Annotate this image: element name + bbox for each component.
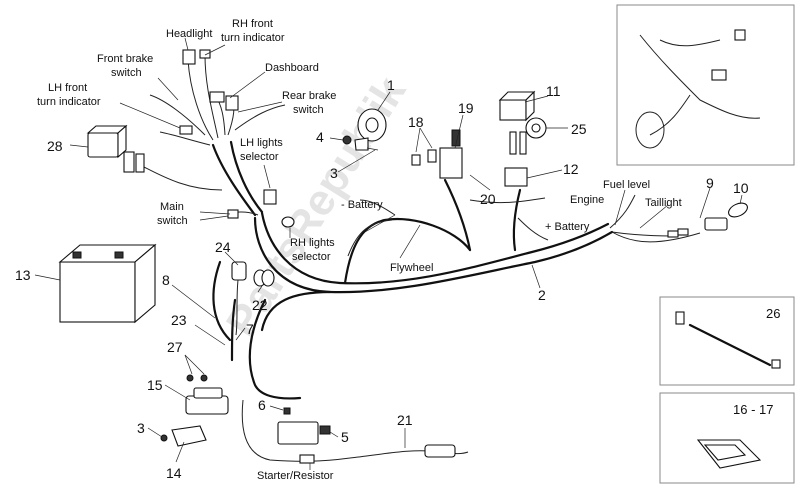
callout-2: 2 <box>538 287 546 303</box>
label-front-brake-1: Front brake <box>97 53 153 65</box>
label-rear-brake-1: Rear brake <box>282 90 336 102</box>
part-25-gear-icon <box>525 117 547 139</box>
part-5-regulator <box>277 421 331 445</box>
callout-16-17: 16 - 17 <box>733 402 773 417</box>
part-3-screw-b <box>160 434 168 442</box>
label-rh-lights-2: selector <box>292 251 331 263</box>
label-lh-lights-2: selector <box>240 151 279 163</box>
part-22-cap <box>253 269 275 287</box>
callout-3a: 3 <box>330 165 338 181</box>
part-6-screw <box>283 407 291 415</box>
lh-lights-connector <box>263 189 277 205</box>
label-rh-front-1: RH front <box>232 18 273 30</box>
callout-5: 5 <box>341 429 349 445</box>
headlight-connector <box>182 49 196 65</box>
part-18-fuse-a <box>411 154 421 166</box>
part-19-fuse-holder <box>439 129 463 179</box>
callout-9: 9 <box>706 175 714 191</box>
rh-lights-connector <box>281 216 295 228</box>
dashboard-connector <box>209 91 225 103</box>
callout-24: 24 <box>215 239 231 255</box>
callout-23: 23 <box>171 312 187 328</box>
part-23-wire <box>230 298 237 362</box>
part-8-wire <box>212 260 232 342</box>
part-28-relay <box>86 124 145 173</box>
callout-22: 22 <box>252 297 268 313</box>
main-harness <box>139 54 701 462</box>
part-4-nut <box>342 135 352 145</box>
lh-turn-connector <box>179 125 193 135</box>
callout-11: 11 <box>546 83 561 99</box>
label-front-brake-2: switch <box>111 67 142 79</box>
inset-26 <box>659 296 795 386</box>
part-13-battery <box>58 243 157 324</box>
callout-6: 6 <box>258 397 266 413</box>
part-3-screw <box>366 147 379 151</box>
callout-12: 12 <box>563 161 579 177</box>
callout-3b: 3 <box>137 420 145 436</box>
label-engine: Engine <box>570 194 604 206</box>
label-lh-front-1: LH front <box>48 82 87 94</box>
callout-19: 19 <box>458 100 474 116</box>
label-minus-battery: - Battery <box>341 199 383 211</box>
part-1-horn <box>354 108 387 151</box>
callout-28: 28 <box>47 138 63 154</box>
label-rear-brake-2: switch <box>293 104 324 116</box>
fuel-level-connector <box>667 230 679 238</box>
label-main-switch-1: Main <box>160 201 184 213</box>
callout-20: 20 <box>480 191 496 207</box>
callout-8: 8 <box>162 272 170 288</box>
part-18-fuse-b <box>427 149 437 163</box>
label-rh-front-2: turn indicator <box>221 32 285 44</box>
starter-connector <box>299 454 315 464</box>
part-15-cdi <box>185 387 229 415</box>
part-14-bracket <box>171 425 207 447</box>
inset-overview <box>616 4 795 166</box>
label-lh-lights-1: LH lights <box>240 137 283 149</box>
callout-10: 10 <box>733 180 749 196</box>
label-taillight: Taillight <box>645 197 682 209</box>
rh-turn-connector <box>199 49 211 59</box>
callout-13: 13 <box>15 267 31 283</box>
label-lh-front-2: turn indicator <box>37 96 101 108</box>
callout-18: 18 <box>408 114 424 130</box>
part-27-bolt-b <box>200 374 208 382</box>
part-27-bolt-a <box>186 374 194 382</box>
callout-15: 15 <box>147 377 163 393</box>
dashboard-connector-2 <box>225 95 239 111</box>
label-starter-resistor: Starter/Resistor <box>257 470 334 482</box>
callout-26: 26 <box>766 306 780 321</box>
callout-1: 1 <box>387 77 395 93</box>
leader-lines <box>34 37 743 470</box>
inset-16-17 <box>659 392 795 484</box>
part-11-relay <box>498 90 536 122</box>
part-12-connectors <box>504 131 528 187</box>
callout-14: 14 <box>166 465 182 481</box>
label-headlight: Headlight <box>166 28 212 40</box>
label-plus-battery: + Battery <box>545 221 590 233</box>
label-flywheel: Flywheel <box>390 262 433 274</box>
callout-25: 25 <box>571 121 587 137</box>
label-fuel-level: Fuel level <box>603 179 650 191</box>
part-10-bulb <box>728 202 748 218</box>
callout-4: 4 <box>316 129 324 145</box>
callout-27: 27 <box>167 339 183 355</box>
part-24-spark-cap <box>231 261 247 336</box>
label-main-switch-2: switch <box>157 215 188 227</box>
label-rh-lights-1: RH lights <box>290 237 335 249</box>
part-21-connector <box>424 444 456 458</box>
taillight-connector <box>677 228 689 236</box>
part-9-connector <box>704 217 728 231</box>
callout-7: 7 <box>246 321 254 337</box>
callout-21: 21 <box>397 412 413 428</box>
label-dashboard: Dashboard <box>265 62 319 74</box>
